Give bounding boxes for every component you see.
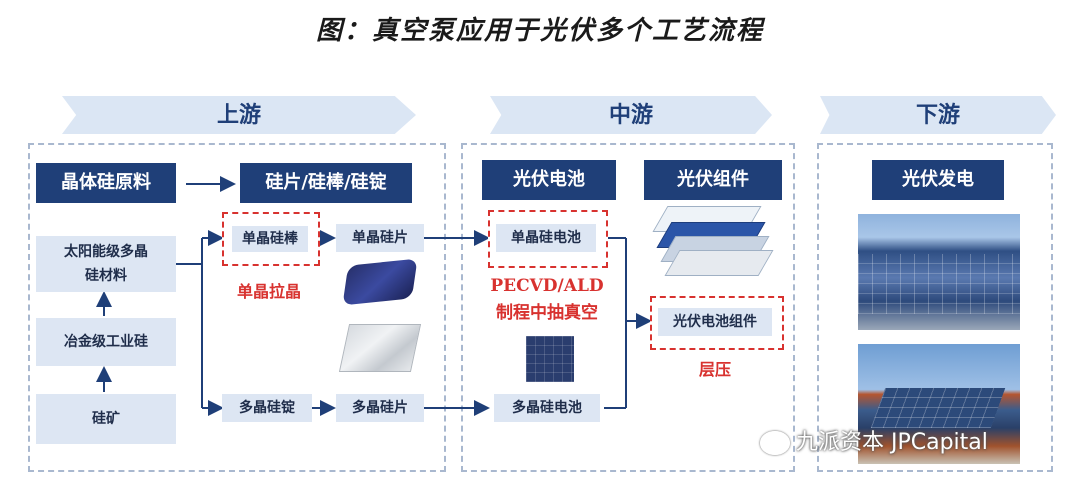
silicon-ore-box: 硅矿 (36, 394, 176, 444)
pecvd-label: PECVD/ALD (490, 276, 604, 296)
downstream-frame (817, 143, 1053, 472)
stage-upstream: 上游 (62, 96, 416, 134)
solar-grade-silicon-box: 太阳能级多晶硅材料 (36, 236, 176, 292)
watermark-text: 九派资本 JPCapital (796, 430, 988, 455)
mono-wafer-box: 单晶硅片 (336, 224, 424, 252)
rooftop-solar-photo (858, 344, 1020, 464)
solar-cell-image (526, 336, 574, 382)
mono-cell-box: 单晶硅电池 (496, 224, 596, 252)
poly-ingot-box: 多晶硅锭 (222, 394, 312, 422)
raw-material-box: 晶体硅原料 (36, 163, 176, 203)
figure-title: 图：真空泵应用于光伏多个工艺流程 (315, 16, 764, 46)
watermark: 九派资本 JPCapital (760, 424, 1060, 455)
metallurgical-silicon-box: 冶金级工业硅 (36, 318, 176, 366)
pv-generation-header: 光伏发电 (872, 160, 1004, 200)
pv-cell-header: 光伏电池 (482, 160, 616, 200)
poly-wafer-box: 多晶硅片 (336, 394, 424, 422)
pv-module-header: 光伏组件 (644, 160, 782, 200)
stage-midstream: 中游 (490, 96, 772, 134)
wafer-header-box: 硅片/硅棒/硅锭 (240, 163, 412, 203)
pv-module-box: 光伏电池组件 (658, 308, 772, 336)
stage-downstream: 下游 (820, 96, 1056, 134)
poly-wafer-image (338, 324, 422, 372)
lamination-label: 层压 (698, 360, 731, 379)
crystal-pulling-label: 单晶拉晶 (236, 282, 301, 301)
module-exploded-image (652, 206, 774, 280)
midstream-frame (461, 143, 795, 472)
wechat-icon (760, 431, 790, 455)
vacuum-process-label: 制程中抽真空 (496, 303, 598, 323)
upstream-frame (28, 143, 446, 472)
solar-farm-photo (858, 214, 1020, 330)
poly-cell-box: 多晶硅电池 (494, 394, 600, 422)
mono-rod-box: 单晶硅棒 (232, 226, 308, 252)
